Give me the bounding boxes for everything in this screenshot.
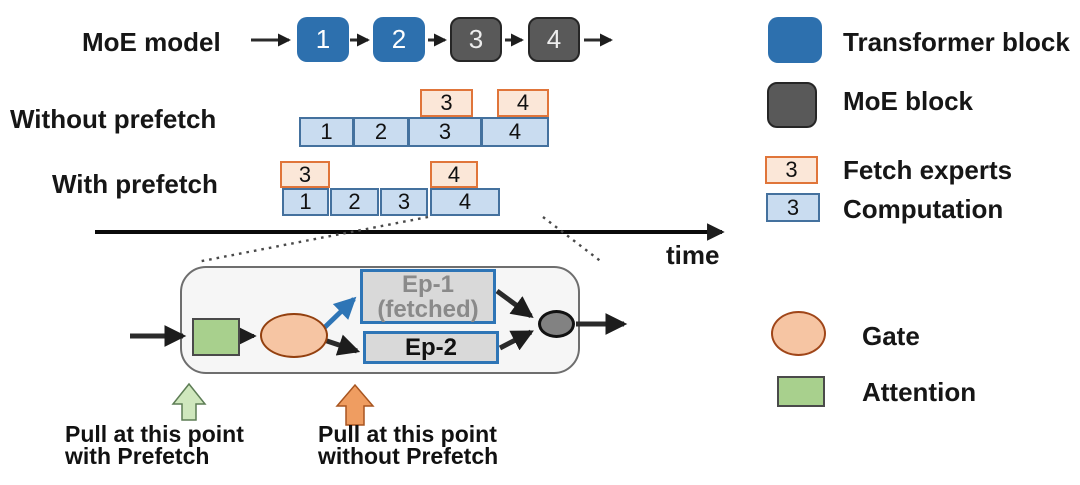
expert-1-box: Ep-1 (fetched) [360,269,496,324]
without-prefetch-label: Without prefetch [10,104,217,134]
zoom-dotted-left [196,215,429,264]
with-compute-box-1: 1 [282,188,329,216]
moe-model-label: MoE model [82,27,221,57]
with-compute-box-4: 4 [430,188,500,216]
legend-compute-label: Computation [843,194,1004,224]
without-compute-box-2: 2 [353,117,409,147]
gate-ellipse [260,313,328,358]
pull-without-prefetch-line1: Pull at this point [318,421,497,447]
with-fetch-box-4: 4 [430,161,478,188]
legend-attention-swatch [777,376,825,407]
legend-transformer-swatch [768,17,822,63]
with-prefetch-label: With prefetch [52,169,218,199]
with-fetch-box-3: 3 [280,161,330,188]
combine-ellipse [538,310,575,338]
pull-with-prefetch-line1: Pull at this point [65,421,244,447]
moe-block-4: 4 [528,17,580,62]
expert-1-fetched-label: (fetched) [377,295,479,323]
legend-moe-label: MoE block [843,86,974,116]
without-compute-box-1: 1 [299,117,354,147]
with-compute-box-3: 3 [380,188,428,216]
without-fetch-box-3: 3 [420,89,473,117]
without-compute-box-4: 4 [481,117,549,147]
with-compute-box-2: 2 [330,188,379,216]
legend-fetch-swatch: 3 [765,156,818,184]
expert-1-label: Ep-1 [401,270,454,298]
legend-compute-swatch: 3 [766,193,820,222]
legend-transformer-label: Transformer block [843,27,1070,57]
pull-without-prefetch-line2: without Prefetch [318,442,499,469]
legend-gate-label: Gate [862,321,920,351]
moe-block-3: 3 [450,17,502,62]
without-fetch-box-4: 4 [497,89,549,117]
transformer-block-2: 2 [373,17,425,62]
without-compute-box-3: 3 [408,117,482,147]
expert-2-label: Ep-2 [404,333,457,361]
zoom-dotted-right [542,216,604,264]
attention-square [192,318,240,356]
prefetch-pull-arrow-green [171,382,207,421]
time-axis-label: time [666,240,720,270]
transformer-block-1: 1 [297,17,349,62]
legend-fetch-label: Fetch experts [843,155,1013,185]
legend-moe-swatch [767,82,817,128]
legend-gate-swatch [771,311,826,356]
pull-with-prefetch-annotation: Pull at this point with Prefetch [65,421,244,469]
no-prefetch-pull-arrow-orange [335,383,375,426]
legend-attention-label: Attention [862,377,977,407]
pull-with-prefetch-line2: with Prefetch [65,442,210,469]
pull-without-prefetch-annotation: Pull at this point without Prefetch [318,421,499,469]
expert-2-box: Ep-2 [363,331,499,364]
